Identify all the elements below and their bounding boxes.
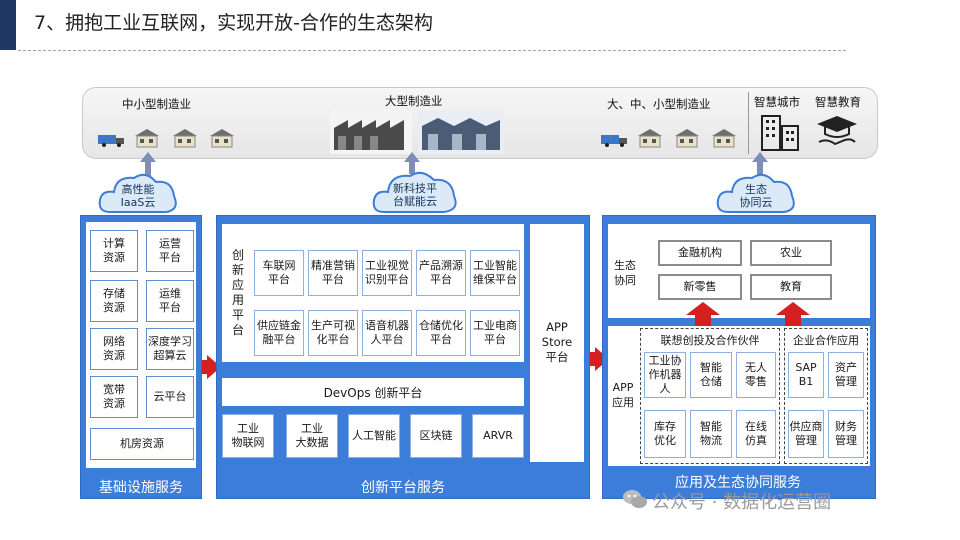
partner-item: 库存 优化 [644, 410, 686, 458]
smart-city-building-icon [761, 115, 799, 151]
infra-cell: 运维 平台 [146, 280, 194, 322]
innovation-panel-title: 创新平台服务 [361, 480, 445, 496]
cloud-tech-empower: 新科技平 台赋能云 [370, 166, 460, 216]
cloud-iaas-label: 高性能 IaaS云 [120, 183, 156, 209]
eco-item: 新零售 [658, 274, 742, 300]
factory-house-icon [210, 129, 234, 148]
ecosystem-collab-box [608, 224, 870, 318]
app-platform-item: 工业智能 维保平台 [470, 250, 520, 296]
up-arrow-red-icon [686, 302, 720, 328]
flow-arrow-shaft [202, 360, 208, 374]
factory-house-icon [675, 129, 699, 148]
infra-cell: 云平台 [146, 376, 194, 418]
partner-item: 在线 仿真 [736, 410, 776, 458]
tech-item: 工业 大数据 [286, 414, 338, 458]
infra-cell: 宽带 资源 [90, 376, 138, 418]
truck-icon [601, 135, 627, 147]
app-store-platform-label: APP Store 平台 [541, 320, 573, 364]
wechat-icon [623, 490, 647, 508]
infra-cell: 存储 资源 [90, 280, 138, 322]
flow-arrow-shaft [590, 352, 596, 366]
app-apps-label: APP 应用 [612, 381, 634, 409]
industry-label-smart-city: 智慧城市 [754, 95, 800, 109]
app-platform-item: 产品溯源 平台 [416, 250, 466, 296]
partner-item: 无人 零售 [736, 352, 776, 398]
app-platform-item: 供应链金 融平台 [254, 310, 304, 356]
factory-house-icon [173, 129, 197, 148]
partners-title: 联想创投及合作伙伴 [660, 334, 760, 347]
cloud-tech-empower-label: 新科技平 台赋能云 [393, 182, 437, 208]
partners-dashed-group [640, 328, 780, 464]
infrastructure-panel-title: 基础设施服务 [99, 480, 183, 496]
industry-label-sme: 中小型制造业 [122, 97, 191, 111]
tech-item: 工业 物联网 [222, 414, 274, 458]
up-arrow-red-icon [776, 302, 810, 328]
enterprise-item: SAP B1 [788, 352, 824, 398]
app-platform-item: 仓储优化 平台 [416, 310, 466, 356]
innovation-app-platform-label: 创 新 应 用 平 台 [231, 248, 244, 337]
up-arrow-icon [140, 152, 156, 176]
app-platform-item: 工业视觉 识别平台 [362, 250, 412, 296]
partner-item: 工业协 作机器 人 [644, 352, 686, 398]
tech-item: 区块链 [410, 414, 462, 458]
app-platform-item: 精准营销 平台 [308, 250, 358, 296]
industry-label-smart-education: 智慧教育 [815, 95, 861, 109]
ecosystem-collab-label: 生态 协同 [614, 259, 636, 287]
eco-item: 金融机构 [658, 240, 742, 266]
up-arrow-icon [752, 152, 768, 176]
truck-icon [98, 135, 124, 147]
large-factory-icon [330, 110, 412, 154]
ecosystem-panel-title: 应用及生态协同服务 [675, 475, 801, 491]
title-divider [18, 50, 846, 51]
partner-item: 智能 仓储 [690, 352, 732, 398]
app-platform-item: 生产可视 化平台 [308, 310, 358, 356]
app-platform-item: 语音机器 人平台 [362, 310, 412, 356]
large-factory-icon [418, 110, 504, 154]
cloud-ecosystem-label: 生态 协同云 [739, 183, 773, 209]
devops-platform: DevOps 创新平台 [222, 378, 524, 406]
industry-label-all: 大、中、小型制造业 [607, 97, 711, 111]
infra-cell-machine-room: 机房资源 [90, 428, 194, 460]
up-arrow-icon [404, 152, 420, 174]
cloud-iaas: 高性能 IaaS云 [96, 168, 180, 216]
infra-cell: 网络 资源 [90, 328, 138, 370]
page-title: 7、拥抱工业互联网，实现开放-合作的生态架构 [34, 12, 433, 34]
infra-cell: 运营 平台 [146, 230, 194, 272]
industry-label-large: 大型制造业 [385, 94, 443, 108]
infra-cell: 深度学习 超算云 [146, 328, 194, 370]
enterprise-item: 供应商 管理 [788, 410, 824, 458]
tech-item: 人工智能 [348, 414, 400, 458]
graduation-cap-icon [817, 116, 857, 146]
cloud-ecosystem: 生态 协同云 [714, 168, 798, 216]
app-store-platform-box [530, 224, 584, 462]
enterprise-dashed-group [784, 328, 868, 464]
partner-item: 智能 物流 [690, 410, 732, 458]
title-accent-bar [0, 0, 16, 50]
app-platform-item: 工业电商 平台 [470, 310, 520, 356]
factory-house-icon [712, 129, 736, 148]
factory-house-icon [638, 129, 662, 148]
app-platform-item: 车联网 平台 [254, 250, 304, 296]
infra-cell: 计算 资源 [90, 230, 138, 272]
band-separator [748, 92, 749, 154]
watermark-text: 公众号 · 数据化运营圈 [652, 492, 832, 513]
eco-item: 教育 [750, 274, 832, 300]
factory-house-icon [135, 129, 159, 148]
tech-item: ARVR [472, 414, 524, 458]
enterprise-title: 企业合作应用 [793, 334, 859, 347]
enterprise-item: 资产 管理 [828, 352, 864, 398]
enterprise-item: 财务 管理 [828, 410, 864, 458]
eco-item: 农业 [750, 240, 832, 266]
